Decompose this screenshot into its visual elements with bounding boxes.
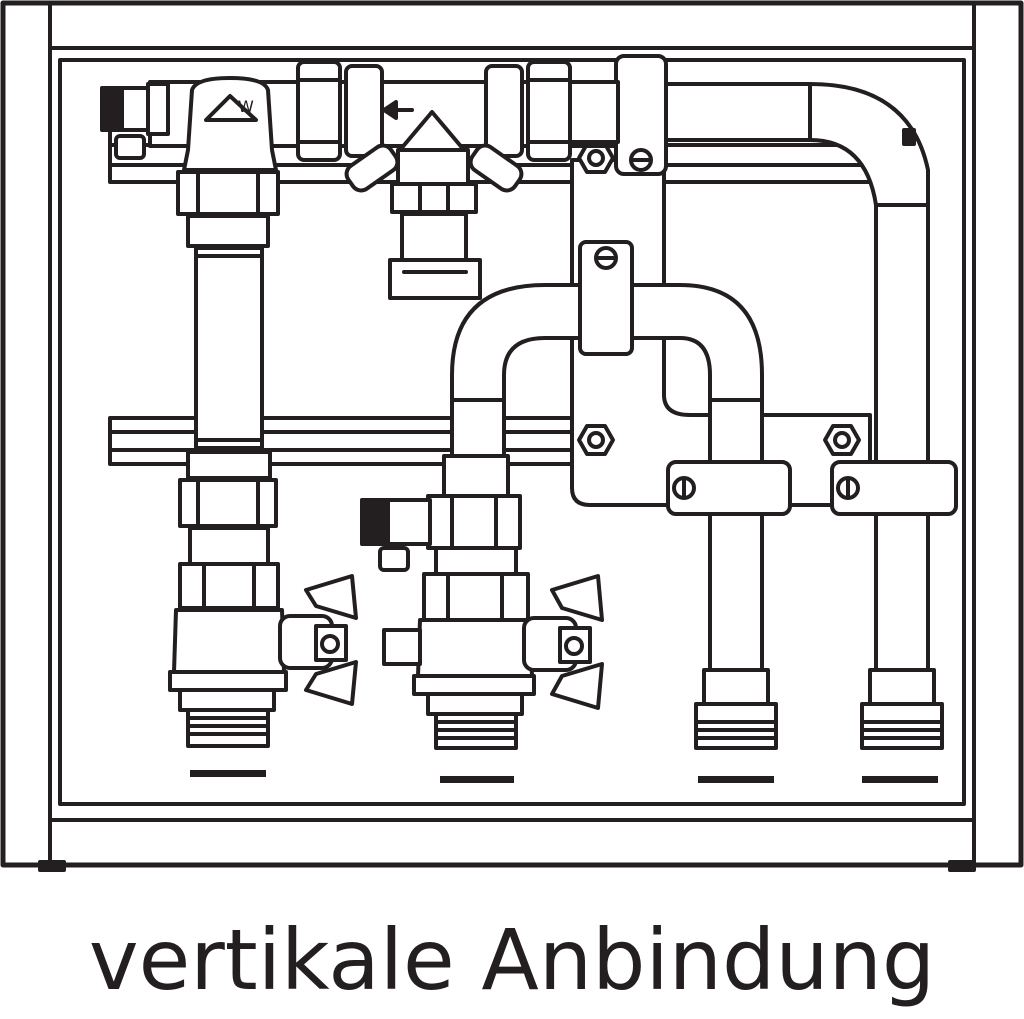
left-vertical-pipe — [196, 248, 262, 448]
butterfly-handle-left — [280, 576, 356, 704]
pipe-clamps — [580, 56, 956, 514]
outlet-fitting-3 — [696, 670, 776, 748]
left-cap — [102, 84, 168, 158]
hex-nut-middle — [579, 426, 613, 454]
connection-set-diagram: W — [0, 0, 1024, 880]
left-valve-body: W — [178, 78, 278, 246]
top-header-manifold — [102, 62, 618, 160]
mounting-bracket — [572, 144, 870, 505]
flow-arrow-icon — [384, 102, 412, 118]
left-ball-valve-assembly — [170, 452, 356, 746]
fitting-nut-4 — [528, 62, 570, 160]
w-marking-icon: W — [238, 97, 254, 116]
clamp-top-header — [616, 56, 666, 174]
hex-nut-upper — [579, 144, 613, 172]
connection-markers — [190, 770, 938, 783]
diagram-caption: vertikale Anbindung — [88, 911, 936, 1009]
fitting-nut-3 — [486, 66, 522, 156]
drain-cock — [362, 500, 430, 570]
middle-u-bend — [452, 285, 762, 700]
right-pipe-bend — [660, 84, 928, 700]
clamp-lower-left — [668, 462, 790, 514]
clamp-lower-right — [832, 462, 956, 514]
fitting-nut-2 — [346, 66, 382, 156]
center-mixing-valve — [343, 112, 526, 298]
butterfly-handle-center — [524, 576, 602, 708]
hex-nut-right — [825, 426, 859, 454]
center-ball-valve-assembly — [362, 456, 602, 748]
clamp-u-bend — [580, 242, 632, 354]
fitting-nut-1 — [298, 62, 340, 160]
outlet-fitting-4 — [862, 670, 942, 748]
